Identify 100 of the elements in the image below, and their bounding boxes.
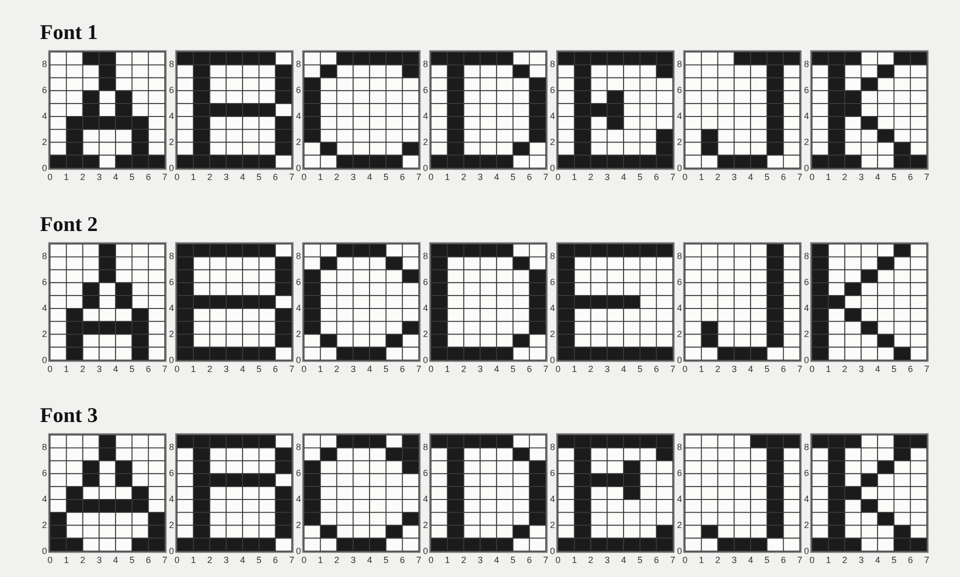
axis-tick-label: 4 <box>423 112 428 121</box>
axis-tick-label: 3 <box>478 365 483 374</box>
axis-tick-label: 2 <box>804 520 810 530</box>
axis-tick-label: 2 <box>334 556 340 566</box>
axis-tick-label: 4 <box>748 173 754 182</box>
axis-tick-label: 0 <box>556 365 561 374</box>
axis-tick-label: 2 <box>461 173 466 182</box>
axis-tick-label: 5 <box>638 173 643 182</box>
axis-tick-label: 8 <box>550 60 556 70</box>
axis-tick-label: 0 <box>302 173 307 182</box>
axis-tick-label: 5 <box>510 556 516 566</box>
axis-tick-label: 1 <box>64 173 69 182</box>
axis-tick-label: 6 <box>654 556 659 566</box>
axis-tick-label: 6 <box>400 556 405 566</box>
axis-tick-label: 2 <box>207 173 212 182</box>
axis-tick-label: 6 <box>654 365 659 374</box>
axis-tick-label: 1 <box>826 556 831 566</box>
axis-tick-label: 4 <box>677 495 682 504</box>
axis-tick-label: 1 <box>318 556 323 566</box>
axis-tick-label: 2 <box>423 330 428 339</box>
axis-tick-label: 6 <box>400 365 405 374</box>
axis-tick-label: 5 <box>892 365 897 374</box>
axis-tick-label: 6 <box>550 86 556 96</box>
axis-tick-label: 7 <box>797 556 802 566</box>
axis-tick-label: 8 <box>42 60 48 70</box>
axis-tick-label: 8 <box>804 443 810 452</box>
axis-tick-label: 5 <box>764 556 770 566</box>
axis-tick-label: 2 <box>296 138 302 147</box>
axis-tick-label: 3 <box>604 173 610 182</box>
axis-tick-label: 6 <box>908 556 913 566</box>
axis-tick-label: 2 <box>334 365 340 374</box>
axis-tick-label: 4 <box>113 556 118 566</box>
axis-tick-label: 7 <box>162 365 168 374</box>
axis-tick-label: 2 <box>169 520 174 530</box>
axis-tick-label: 3 <box>96 556 102 566</box>
axis-tick-label: 6 <box>272 556 278 566</box>
axis-tick-label: 1 <box>698 556 704 566</box>
font-heading: Font 3 <box>40 405 98 426</box>
axis-tick-label: 3 <box>732 556 737 566</box>
axis-tick-label: 0 <box>302 365 307 374</box>
axis-tick-label: 6 <box>146 173 151 182</box>
axis-tick-label: 2 <box>207 365 212 374</box>
axis-tick-label: 4 <box>748 365 754 374</box>
axis-tick-label: 7 <box>416 365 422 374</box>
axis-tick-label: 6 <box>400 173 405 182</box>
axis-tick-label: 5 <box>510 365 516 374</box>
axis-tick-label: 6 <box>550 278 556 288</box>
axis-tick-label: 3 <box>478 173 483 182</box>
axis-tick-label: 6 <box>804 469 810 478</box>
axis-tick-label: 0 <box>682 173 688 182</box>
axis-tick-label: 4 <box>804 304 810 313</box>
font-heading: Font 1 <box>40 22 98 43</box>
axis-tick-label: 6 <box>804 86 810 96</box>
axis-tick-label: 6 <box>272 173 278 182</box>
axis-tick-label: 0 <box>677 546 682 556</box>
axis-tick-label: 2 <box>715 365 720 374</box>
axis-tick-label: 7 <box>416 173 422 182</box>
axis-tick-label: 2 <box>42 138 48 147</box>
axis-tick-label: 6 <box>526 365 532 374</box>
axis-tick-label: 8 <box>550 443 556 452</box>
axis-tick-label: 2 <box>80 365 86 374</box>
axis-tick-label: 6 <box>908 173 913 182</box>
axis-tick-label: 7 <box>797 173 802 182</box>
axis-tick-label: 2 <box>550 520 556 530</box>
axis-tick-label: 0 <box>296 356 302 365</box>
axis-tick-label: 1 <box>190 365 196 374</box>
axis-tick-label: 0 <box>423 356 428 365</box>
axis-tick-label: 2 <box>80 556 86 566</box>
axis-tick-label: 6 <box>526 556 532 566</box>
axis-tick-label: 6 <box>169 469 174 478</box>
axis-tick-label: 7 <box>670 365 676 374</box>
axis-tick-label: 1 <box>318 173 323 182</box>
axis-tick-label: 0 <box>423 546 428 556</box>
axis-tick-label: 1 <box>826 365 831 374</box>
axis-tick-label: 8 <box>296 60 302 70</box>
axis-tick-label: 3 <box>350 365 356 374</box>
axis-tick-label: 6 <box>423 278 428 288</box>
axis-tick-label: 4 <box>804 495 810 504</box>
axis-tick-label: 0 <box>423 164 428 173</box>
axis-tick-label: 0 <box>42 356 48 365</box>
axis-tick-label: 4 <box>677 304 682 313</box>
axis-tick-label: 0 <box>550 546 556 556</box>
axis-tick-label: 1 <box>572 173 577 182</box>
axis-tick-label: 2 <box>169 138 174 147</box>
axis-tick-label: 4 <box>423 304 428 313</box>
axis-tick-label: 6 <box>677 86 682 96</box>
axis-tick-label: 8 <box>296 443 302 452</box>
axis-tick-label: 8 <box>296 252 302 262</box>
axis-tick-label: 8 <box>804 60 810 70</box>
axis-tick-label: 4 <box>240 173 246 182</box>
axis-tick-label: 0 <box>48 173 53 182</box>
axis-tick-label: 7 <box>924 556 930 566</box>
axis-tick-label: 6 <box>804 278 810 288</box>
axis-tick-label: 2 <box>677 330 682 339</box>
axis-tick-label: 6 <box>423 86 428 96</box>
axis-tick-label: 4 <box>875 173 880 182</box>
axis-tick-label: 3 <box>858 173 864 182</box>
axis-tick-label: 0 <box>810 173 815 182</box>
axis-tick-label: 4 <box>113 173 118 182</box>
axis-tick-label: 2 <box>715 556 720 566</box>
